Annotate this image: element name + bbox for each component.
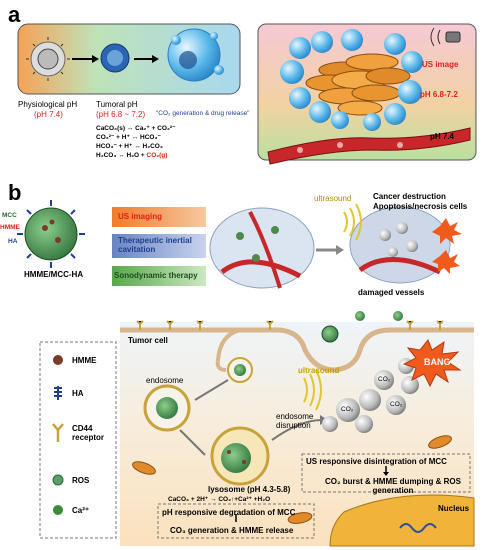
- co3-generation-label: CO₃ generation & HMME release: [170, 526, 294, 535]
- feature-bar-sono: [112, 266, 206, 286]
- bubbles-right: [280, 29, 423, 131]
- legend-hmme-icon: [53, 355, 63, 365]
- ultrasound-probe-icon: [430, 27, 461, 47]
- equation-4-red: CO₂(g): [146, 152, 168, 159]
- equation-3: HCO₃⁻ + H⁺ ↔ H₂CO₃: [96, 143, 163, 150]
- particle-name: HMME/MCC-HA: [24, 270, 84, 279]
- us-responsive-box: [301, 453, 471, 493]
- co2-label-1: CO₂: [341, 406, 354, 413]
- legend-ha-label: HA: [72, 389, 84, 398]
- legend-box: [39, 341, 117, 539]
- tumor-cell-label: Tumor cell: [128, 336, 168, 345]
- tissue-after: [349, 206, 462, 284]
- bang-label: BANG: [424, 357, 451, 367]
- co2-bubbles: [322, 358, 419, 433]
- lysosome-label: lysosome (pH 4.3-5.8): [208, 485, 291, 494]
- arrow-note: "CO₂ generation & drug release": [156, 110, 250, 117]
- co2-label-2: CO₂: [378, 376, 391, 383]
- ph-responsive-box: [157, 503, 315, 539]
- us-image-label: US image: [422, 60, 459, 69]
- feature-us-label: US imaging: [118, 212, 163, 221]
- us-responsive-label: US responsive disintegration of MCC: [306, 457, 447, 466]
- cell-membrane: [120, 327, 474, 373]
- ultrasound-mid-label: ultrasound: [298, 366, 340, 375]
- endosome-disruption-label: endosome disruption: [276, 412, 314, 430]
- feature-sono-label: Sonodynamic therapy: [114, 271, 198, 280]
- nucleus-label: Nucleus: [438, 504, 470, 513]
- damaged-vessels-label: damaged vessels: [358, 288, 425, 297]
- tumoral-value: (pH 6.8 ~ 7.2): [96, 110, 146, 119]
- legend-cd44-icon: [52, 423, 64, 442]
- ph-tumor-label: pH 6.8-7.2: [420, 90, 458, 99]
- reaction-label: CaCO₃ + 2H⁺ → CO₂↑+Ca²⁺ +H₂O: [168, 496, 271, 503]
- bang-burst-icon: [402, 339, 462, 388]
- legend-ca-icon: [53, 505, 63, 515]
- panel-a-label: a: [8, 2, 21, 27]
- particle-hmme-mcc-ha: [17, 200, 85, 268]
- label-mcc: MCC: [2, 212, 17, 219]
- ph-normal-label: pH 7.4: [430, 132, 455, 141]
- legend-hmme-label: HMME: [72, 356, 97, 365]
- apoptosis-label: Apoptosis/necrosis cells: [373, 202, 468, 211]
- legend-ha-icon: [54, 386, 62, 400]
- equation-1: CaCO₃(s) ↔ Ca₂⁺ + CO₃²⁻: [96, 125, 176, 132]
- ultrasound-label: ultrasound: [314, 194, 352, 203]
- tissue-before: [209, 207, 315, 289]
- ph-responsive-label: pH responsive degradation of MCC: [162, 508, 296, 517]
- endosome-label: endosome: [146, 376, 184, 385]
- legend-ros-icon: [52, 474, 64, 486]
- feature-cavitation-label: Therapeutic inertial cavitation: [118, 236, 192, 254]
- co2-label-3: CO₂: [390, 401, 403, 408]
- legend-ros-label: ROS: [72, 476, 90, 485]
- label-ha: HA: [8, 238, 18, 245]
- equation-4: H₂CO₃ ↔ H₂O + CO₂(g): [96, 152, 168, 159]
- panel-b-label: b: [8, 180, 22, 205]
- tumoral-title: Tumoral pH: [96, 100, 138, 109]
- ultrasound-waves-mid-icon: [303, 369, 322, 411]
- ultrasound-waves-icon: [343, 203, 362, 241]
- co2-burst-label: CO₂ burst & HMME dumping & ROS generatio…: [325, 477, 461, 495]
- equation-2: CO₃²⁻ + H⁺ ↔ HCO₃⁻: [96, 134, 161, 141]
- physiological-title: Physiological pH: [18, 100, 78, 109]
- feature-bar-cavitation: [112, 234, 206, 258]
- cancer-destruction-label: Cancer destruction: [373, 192, 446, 201]
- blood-vessel-a: [267, 127, 471, 165]
- label-hmme: HMME: [0, 224, 20, 231]
- cd44-receptors: [136, 320, 444, 330]
- nucleus: [329, 494, 475, 547]
- physiological-value: (pH 7.4): [34, 110, 63, 119]
- feature-bar-us: [112, 207, 206, 227]
- legend-ca-label: Ca²⁺: [72, 506, 90, 515]
- legend-cd44-label: CD44 receptor: [72, 424, 105, 442]
